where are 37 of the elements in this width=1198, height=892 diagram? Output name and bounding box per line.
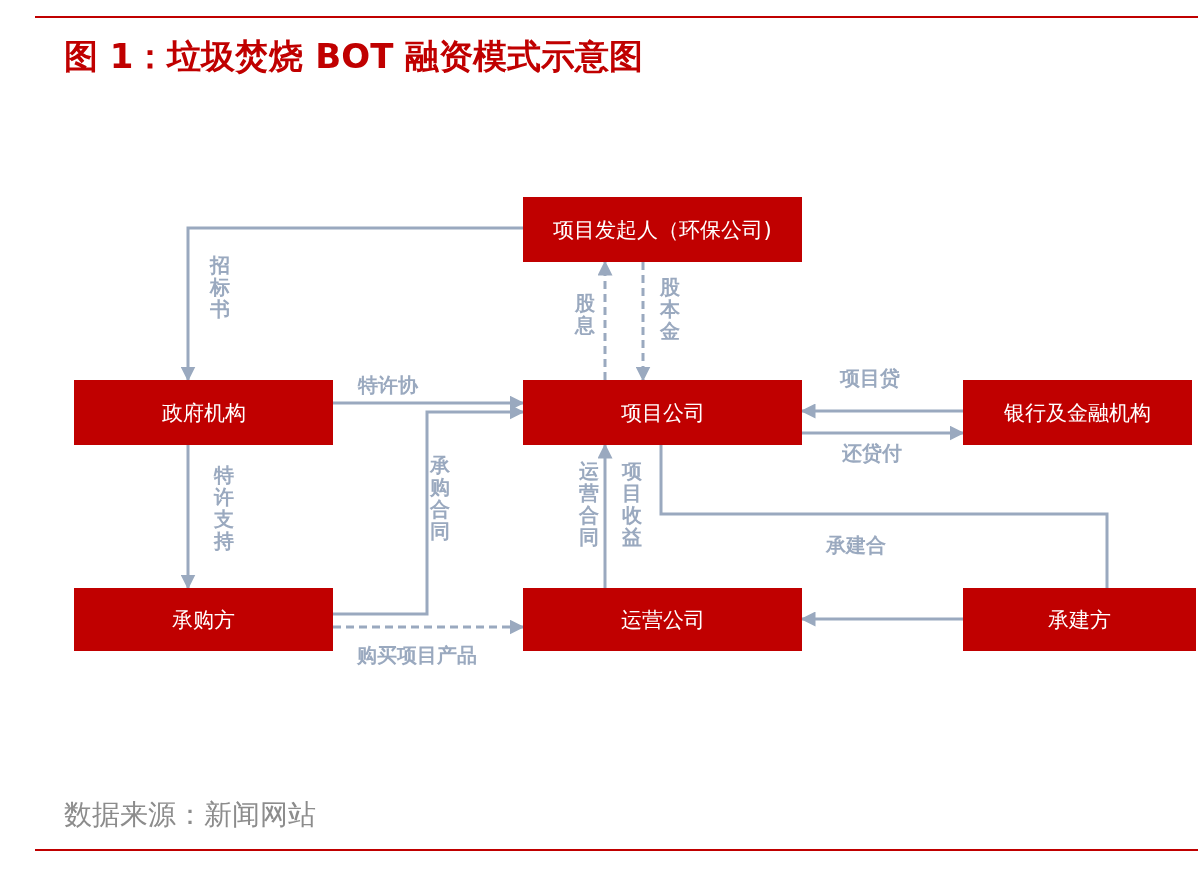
edge-label: 承建合 [826, 532, 886, 559]
entity-label: 银行及金融机构 [1004, 399, 1151, 427]
edge-label: 特许支持 [214, 464, 234, 552]
entity-box [963, 380, 1192, 445]
edge-label: 承购合同 [430, 454, 450, 542]
edge-label: 股息 [575, 292, 595, 336]
figure-title: 图 1：垃圾焚烧 BOT 融资模式示意图 [64, 35, 644, 78]
source-note: 数据来源：新闻网站 [64, 797, 316, 833]
entity-label: 运营公司 [620, 606, 705, 634]
arrow [180, 226, 523, 382]
arrow [635, 262, 651, 382]
entity-label: 承建方 [1048, 606, 1111, 634]
entity-box [963, 588, 1196, 651]
edge-label: 特许协 [358, 372, 418, 399]
edge-label: 还贷付 [842, 440, 902, 467]
arrow [802, 425, 965, 441]
entity-box [523, 197, 802, 262]
arrow [597, 260, 613, 380]
arrow [333, 619, 525, 635]
edge-label: 购买项目产品 [357, 642, 477, 669]
entity-label: 政府机构 [161, 399, 246, 427]
entity-box [523, 588, 802, 651]
entity-box [74, 588, 333, 651]
flow-label: 项目收益 [622, 460, 642, 548]
entity-label: 承购方 [172, 606, 235, 634]
entity-label: 项目发起人（环保公司) [553, 216, 772, 244]
edge-label: 项目贷 [840, 365, 900, 392]
edge-label: 招标书 [210, 254, 230, 320]
arrow [333, 404, 525, 616]
arrow [597, 443, 613, 588]
entity-box [523, 380, 802, 445]
arrow [180, 445, 196, 590]
edge-label: 股本金 [660, 276, 680, 342]
entity-label: 项目公司 [620, 399, 705, 427]
connector-line [659, 445, 1109, 588]
entity-box [74, 380, 333, 445]
edge-label: 运营合同 [579, 460, 599, 548]
